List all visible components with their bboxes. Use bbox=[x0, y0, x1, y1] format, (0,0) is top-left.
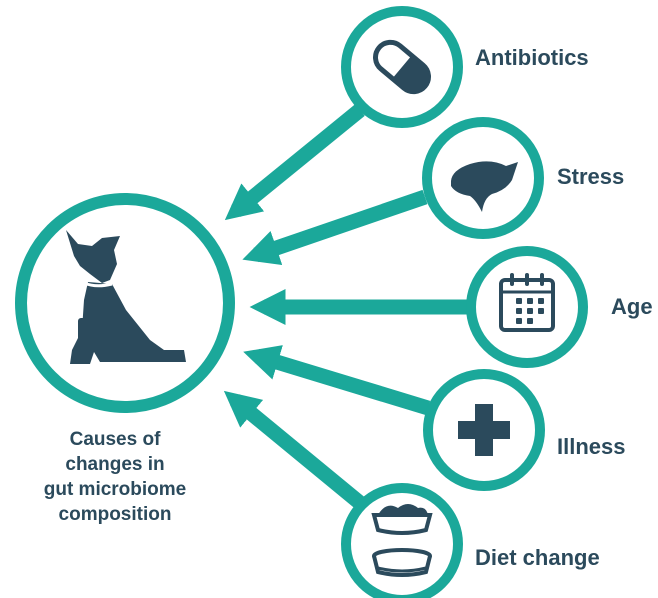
food-bowls-icon bbox=[371, 504, 433, 577]
dog-icon bbox=[66, 230, 186, 364]
node-stress bbox=[422, 117, 544, 239]
caption-line: gut microbiome bbox=[43, 479, 187, 500]
arrow-stress bbox=[242, 189, 428, 266]
arrow-antibiotics bbox=[224, 104, 365, 221]
arrows bbox=[223, 104, 473, 509]
node-diet-change bbox=[341, 483, 463, 598]
label-illness: Illness bbox=[557, 434, 626, 459]
caption-line: changes in bbox=[65, 454, 165, 475]
center-caption: Causes of changes in gut microbiome comp… bbox=[20, 427, 210, 527]
label-antibiotics: Antibiotics bbox=[475, 45, 589, 70]
node-antibiotics bbox=[341, 6, 463, 128]
arrow-diet-change bbox=[223, 390, 365, 509]
medical-cross-icon bbox=[458, 404, 510, 456]
caption-line: Causes of bbox=[69, 429, 161, 450]
node-illness bbox=[423, 369, 545, 491]
capsule-icon bbox=[373, 39, 431, 95]
calendar-icon bbox=[499, 273, 555, 332]
node-age bbox=[466, 246, 588, 368]
label-stress: Stress bbox=[557, 164, 625, 189]
center-node bbox=[15, 193, 235, 413]
arrow-illness bbox=[243, 345, 431, 416]
caption-line: composition bbox=[58, 504, 172, 525]
label-diet-change: Diet change bbox=[475, 545, 600, 570]
stressed-dog-head-icon bbox=[451, 161, 518, 212]
label-age: Age bbox=[611, 294, 653, 319]
